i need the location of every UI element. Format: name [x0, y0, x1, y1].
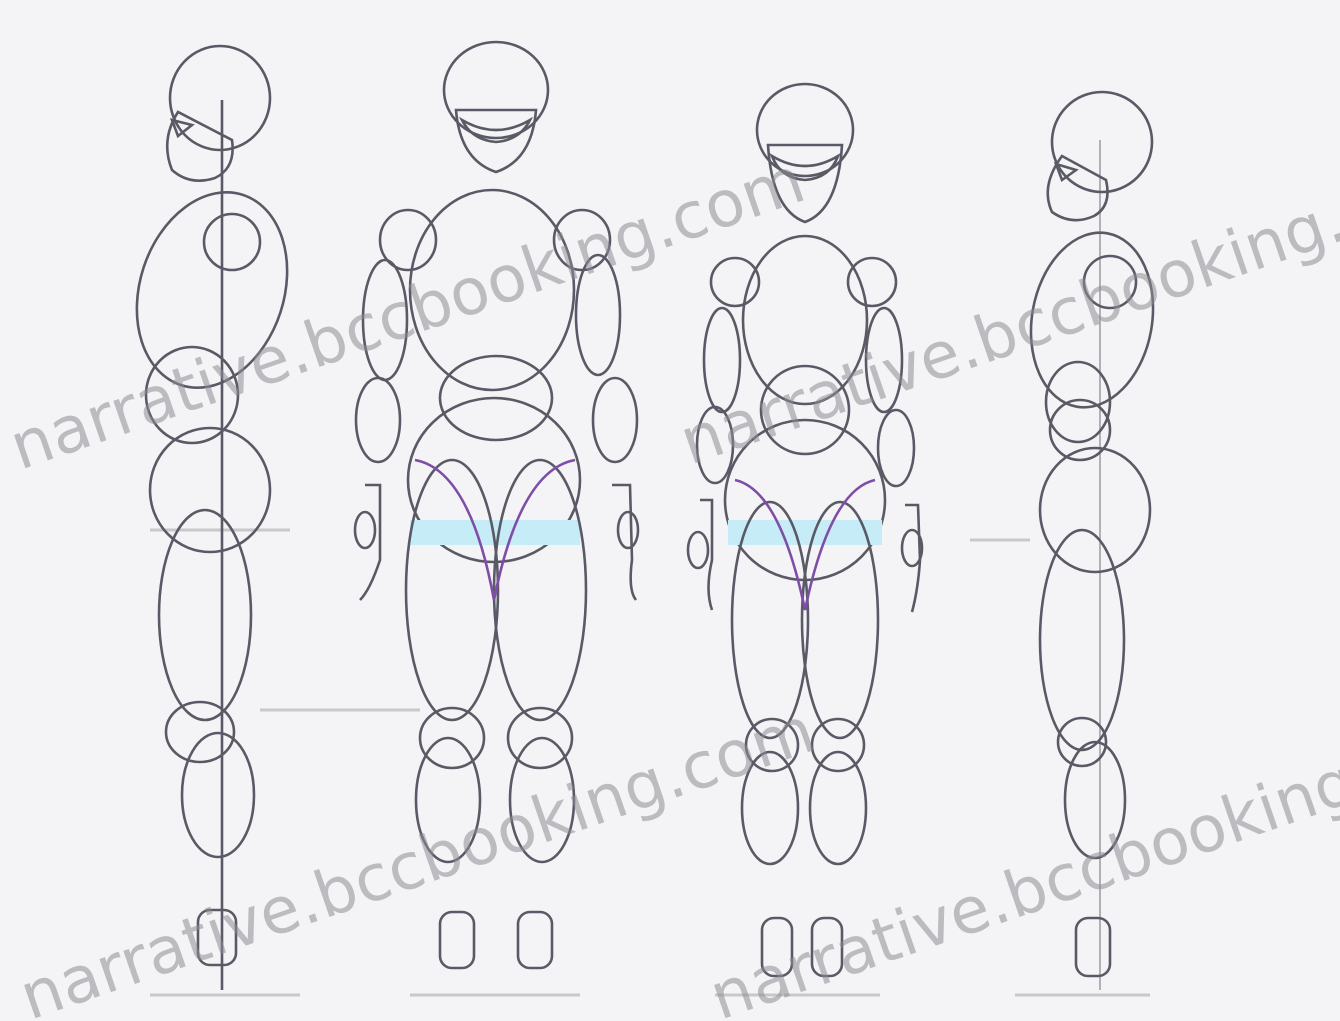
thigh-left	[406, 460, 498, 720]
thigh	[159, 510, 251, 720]
foot-left	[440, 912, 474, 968]
hand-right	[612, 485, 636, 600]
figure-side-left	[113, 46, 312, 990]
shoulder-right	[848, 258, 896, 306]
shoulder-joint	[204, 214, 260, 270]
thigh-right	[494, 460, 586, 720]
shoulder-left	[711, 258, 759, 306]
hand-left	[700, 500, 712, 610]
watermark-text: narrative.bccbooking.com	[11, 694, 824, 1021]
watermarks: narrative.bccbooking.com narrative.bccbo…	[1, 139, 1340, 1021]
pelvis	[150, 428, 270, 552]
knee	[166, 702, 234, 762]
calf-right	[810, 752, 866, 864]
forearm-right	[878, 410, 914, 486]
foot-right	[518, 912, 552, 968]
hand-left	[360, 485, 380, 600]
foot	[1076, 918, 1110, 976]
forearm-left	[356, 378, 400, 462]
calf	[182, 733, 254, 857]
head-skull	[444, 42, 548, 138]
forearm-right	[593, 378, 637, 462]
hand-right	[905, 505, 920, 612]
